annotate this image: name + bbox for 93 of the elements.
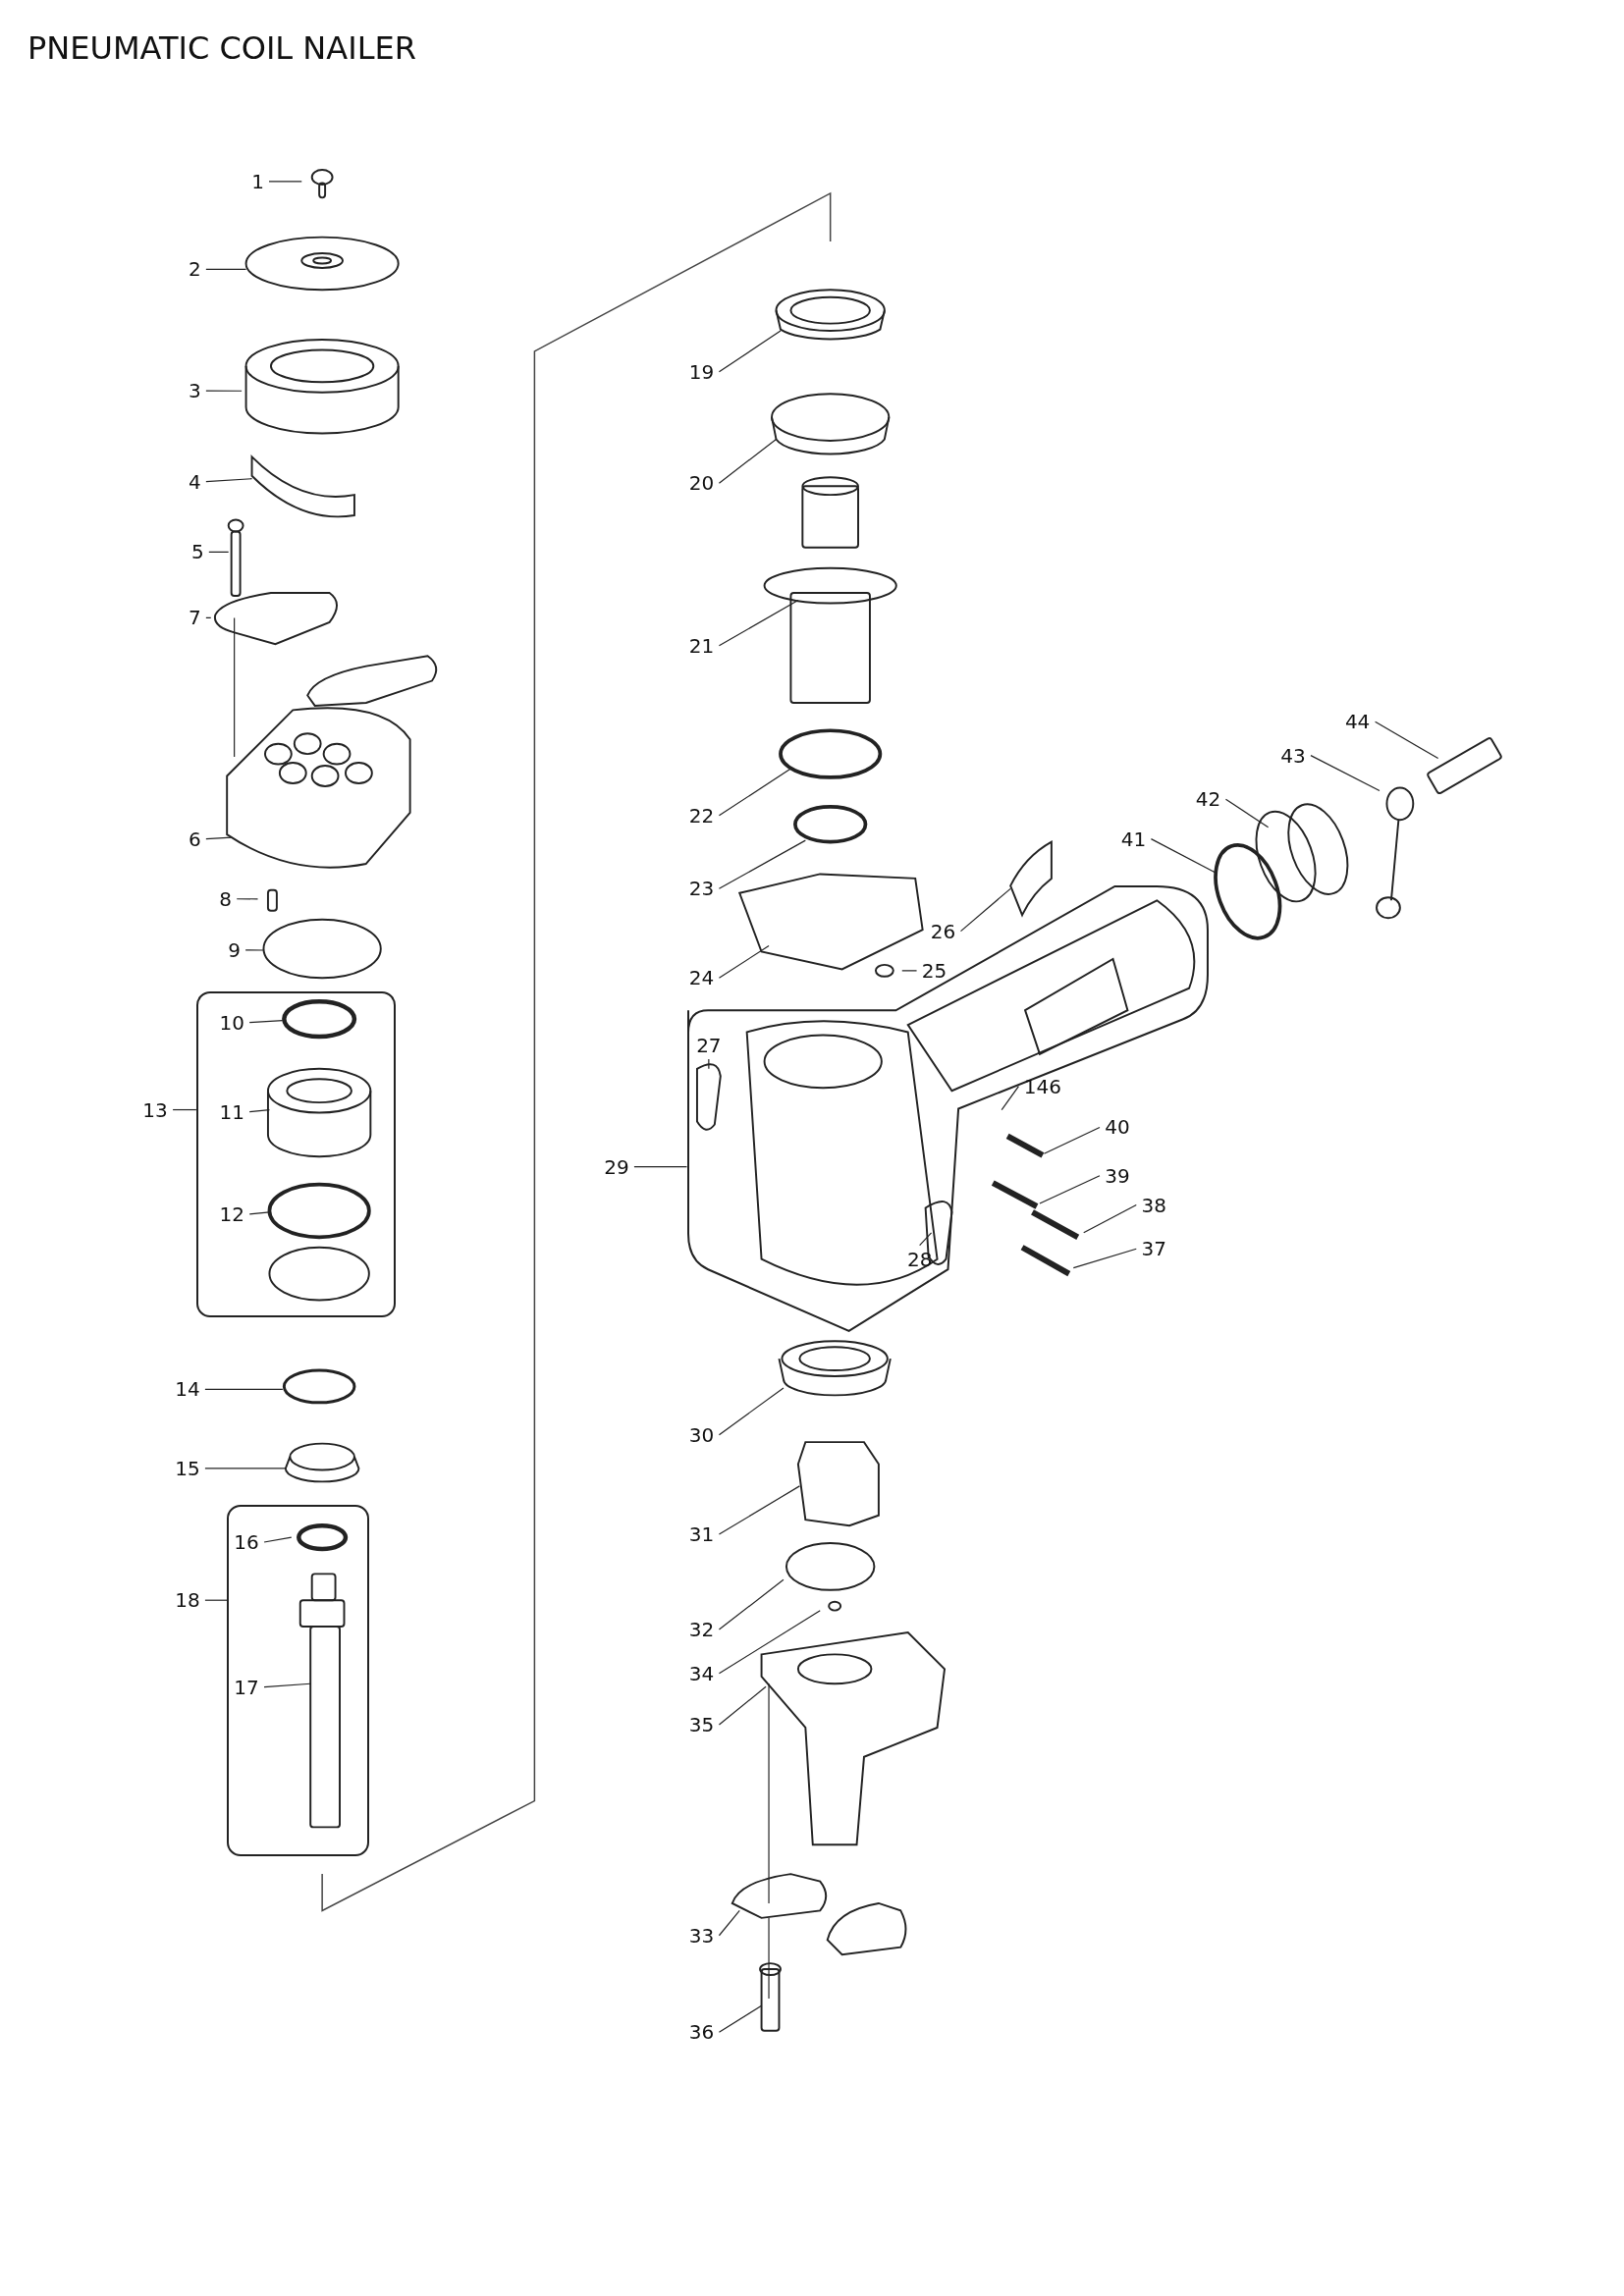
leader-line	[244, 949, 265, 951]
callout-number: 18	[172, 1588, 202, 1613]
leader-line	[208, 551, 230, 553]
leader-line	[1072, 1248, 1137, 1269]
leader-line	[204, 1388, 284, 1391]
callout-number: 12	[217, 1201, 247, 1226]
callout-number: 41	[1118, 827, 1149, 851]
callout-number: 21	[686, 633, 717, 658]
leader-line	[263, 1682, 311, 1688]
callout-number: 11	[217, 1099, 247, 1124]
callout-number: 23	[686, 877, 717, 901]
leader-line	[236, 898, 259, 900]
leader-line	[248, 1020, 284, 1024]
callout-number: 13	[140, 1097, 171, 1122]
callout-number: 146	[1021, 1074, 1064, 1098]
callout-number: 14	[172, 1377, 202, 1402]
leader-line	[268, 181, 302, 183]
callout-number: 35	[686, 1713, 717, 1736]
callout-number: 42	[1193, 787, 1223, 812]
leader-line	[718, 2004, 763, 2033]
leader-line	[718, 944, 770, 979]
leader-line	[718, 768, 791, 817]
callout-number: 20	[686, 471, 717, 496]
leader-line	[1224, 798, 1270, 828]
leader-line	[204, 1468, 287, 1469]
leader-line	[1043, 1126, 1101, 1154]
leader-line	[718, 1610, 821, 1675]
leader-line	[1083, 1203, 1137, 1234]
callout-number: 26	[928, 919, 958, 943]
leader-line	[1039, 1175, 1101, 1204]
leader-line	[1310, 755, 1380, 791]
leader-line	[708, 1058, 710, 1070]
leader-line	[1375, 721, 1439, 760]
callout-number: 9	[226, 937, 244, 962]
leader-line	[718, 1685, 767, 1726]
leader-line	[172, 1108, 197, 1111]
callout-number: 40	[1103, 1115, 1132, 1140]
leader-line	[248, 1211, 271, 1215]
leader-line	[718, 599, 799, 647]
callout-number: 44	[1342, 710, 1373, 734]
leader-line	[718, 839, 806, 889]
callout-number: 43	[1278, 743, 1308, 768]
callout-number: 2	[186, 257, 203, 282]
callout-number: 31	[686, 1522, 717, 1547]
page-title: PNEUMATIC COIL NAILER	[27, 29, 416, 67]
callout-number: 4	[186, 469, 203, 494]
callout-number: 10	[217, 1010, 247, 1035]
callout-number: 39	[1103, 1163, 1132, 1188]
callout-number: 36	[686, 2020, 717, 2045]
callout-number: 7	[186, 606, 203, 630]
callout-number: 16	[232, 1530, 262, 1555]
leader-line	[205, 616, 212, 618]
callout-number: 29	[601, 1154, 631, 1179]
callout-number: 22	[686, 803, 717, 828]
leader-line	[205, 836, 233, 840]
callout-number: 15	[172, 1456, 202, 1480]
leader-line	[1150, 838, 1217, 874]
callout-number: 1	[249, 169, 266, 193]
leader-line	[718, 1387, 785, 1436]
leader-line	[263, 1536, 293, 1543]
leader-line	[959, 887, 1011, 933]
callout-number: 37	[1139, 1237, 1169, 1261]
callout-number: 17	[232, 1675, 262, 1699]
callout-number: 25	[919, 958, 949, 983]
leader-line	[248, 1108, 271, 1113]
leader-line	[1001, 1086, 1019, 1111]
leader-line	[718, 1909, 740, 1937]
callout-number: 3	[186, 379, 203, 403]
leader-line	[633, 1166, 688, 1168]
callout-number: 34	[686, 1661, 717, 1685]
callout-number: 38	[1139, 1193, 1169, 1217]
callout-number: 27	[693, 1033, 724, 1057]
callout-number: 28	[904, 1247, 935, 1271]
callout-number: 24	[686, 966, 717, 990]
leader-line	[718, 1485, 800, 1535]
leader-line	[919, 1232, 933, 1247]
leader-line	[718, 330, 782, 373]
callout-number: 32	[686, 1618, 717, 1642]
callout-number: 5	[189, 540, 206, 564]
callout-number: 30	[686, 1422, 717, 1447]
leader-line	[205, 478, 253, 483]
leader-line	[205, 390, 243, 392]
parts-group-frame	[195, 990, 396, 1318]
callout-number: 8	[217, 886, 235, 911]
leader-line	[718, 438, 778, 484]
callout-number: 6	[186, 827, 203, 851]
leader-line	[718, 1578, 785, 1630]
leader-line	[901, 970, 918, 972]
callout-number: 33	[686, 1923, 717, 1948]
parts-group-frame	[227, 1505, 369, 1857]
leader-line	[204, 1599, 228, 1601]
leader-line	[205, 268, 247, 271]
callout-number: 19	[686, 359, 717, 384]
